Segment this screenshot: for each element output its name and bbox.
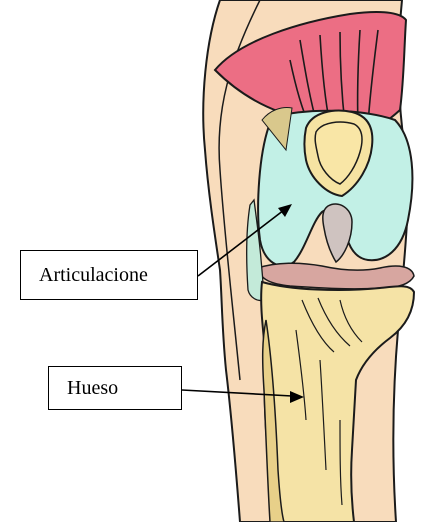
label-articulacione: Articulacione bbox=[20, 250, 198, 300]
label-hueso: Hueso bbox=[48, 366, 182, 410]
